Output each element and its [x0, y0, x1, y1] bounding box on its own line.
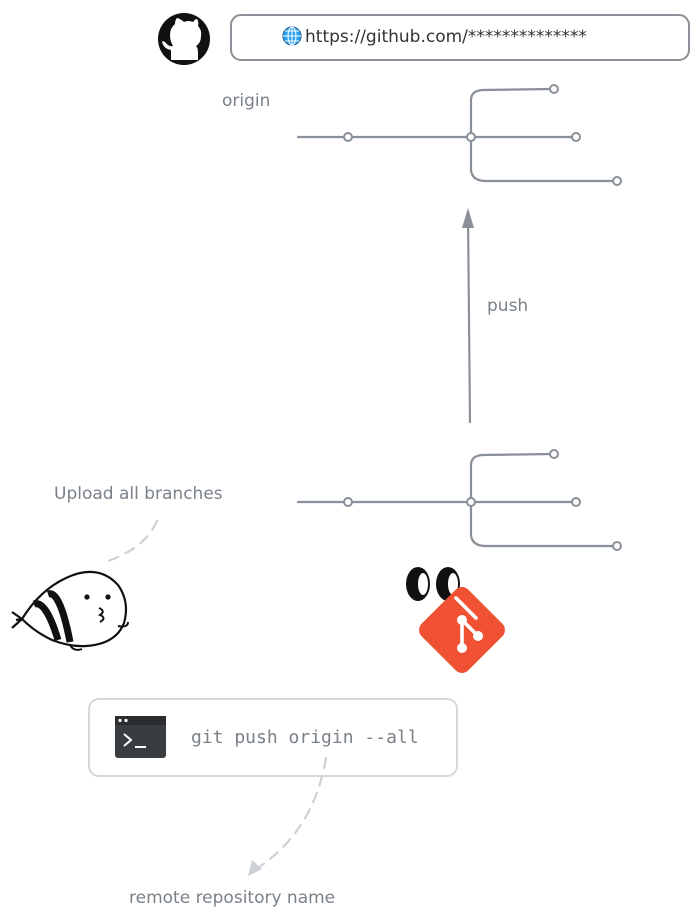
commit-node [612, 541, 622, 551]
eyes-icon [406, 567, 460, 601]
commit-node [466, 132, 476, 142]
commit-node [549, 449, 559, 459]
command-text: git push origin --all [191, 727, 419, 748]
upload-connector [106, 519, 159, 563]
push-arrow [462, 208, 474, 424]
command-box[interactable]: git push origin --all [88, 698, 458, 777]
url-text: https://github.com/************** [305, 27, 587, 47]
commit-node [343, 497, 353, 507]
commit-node [612, 176, 622, 186]
remote-connector [256, 756, 328, 870]
github-icon [158, 13, 210, 65]
commit-node [571, 497, 581, 507]
local-branch-graph [296, 449, 622, 551]
seal-mascot-icon [11, 570, 129, 651]
commit-node [466, 497, 476, 507]
url-bar[interactable]: https://github.com/************** [230, 14, 690, 61]
commit-node [343, 132, 353, 142]
terminal-icon [115, 716, 166, 758]
globe-icon [282, 26, 302, 46]
commit-node [571, 132, 581, 142]
origin-label: origin [222, 91, 270, 111]
push-label: push [487, 296, 528, 316]
remote-note: remote repository name [129, 888, 335, 908]
upload-note: Upload all branches [54, 484, 223, 504]
git-logo-icon [419, 587, 505, 673]
remote-branch-graph [296, 84, 622, 186]
commit-node [549, 84, 559, 94]
